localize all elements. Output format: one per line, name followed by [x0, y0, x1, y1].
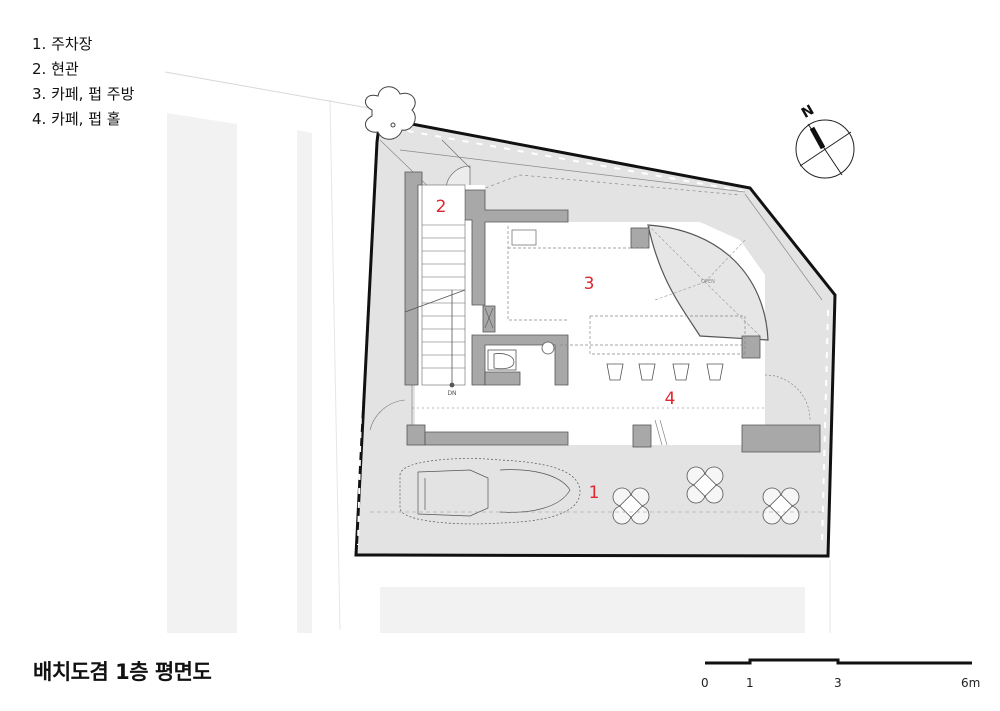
sink — [511, 229, 537, 246]
legend-item-hall: 4. 카페, 펍 홀 — [32, 110, 121, 128]
walls — [404, 171, 821, 453]
curved-glass-wall — [647, 224, 769, 341]
street-left — [167, 113, 237, 633]
north-arrow-icon: N — [795, 102, 855, 179]
outdoor-tables — [612, 466, 800, 525]
tree-icon — [364, 86, 416, 140]
drawing-title: 배치도겸 1층 평면도 — [33, 660, 212, 684]
door-label: OPEN — [701, 279, 715, 285]
legend: 1. 주차장 2. 현관 3. 카페, 펍 주방 4. 카페, 펍 홀 — [32, 32, 134, 132]
shaft-mark — [484, 307, 494, 329]
neighbor-lot — [380, 587, 805, 633]
stair-arrow — [404, 289, 466, 388]
legend-item-entrance: 2. 현관 — [32, 60, 79, 78]
scale-label-6m: 6m — [961, 676, 981, 690]
toilet-icon — [487, 341, 555, 371]
legend-item-parking: 1. 주차장 — [32, 35, 93, 53]
bar-stools — [606, 363, 724, 381]
wall-stair-core — [464, 189, 569, 306]
kitchen-counters — [507, 226, 746, 356]
column-sw — [406, 424, 426, 446]
stool — [638, 363, 656, 381]
room-number-entrance: 2 — [436, 197, 447, 217]
wall-west — [404, 171, 423, 386]
wall-south-1 — [424, 431, 569, 446]
street-line — [329, 99, 341, 631]
stool — [706, 363, 724, 381]
stair-label: DN — [447, 390, 456, 397]
room-number-hall: 4 — [665, 389, 676, 409]
room-number-kitchen: 3 — [584, 274, 595, 294]
outdoor-table — [686, 466, 724, 504]
wall-south-east — [741, 424, 821, 453]
column-north — [630, 227, 650, 249]
car-icon — [399, 458, 581, 525]
scale-bar — [705, 658, 972, 665]
stairs — [421, 184, 466, 386]
wall-toilet-step — [484, 371, 521, 386]
context-area — [164, 71, 831, 633]
stair-steps — [422, 224, 465, 369]
column-south — [632, 424, 652, 448]
scale-label-0: 0 — [701, 676, 709, 690]
outdoor-table — [762, 487, 800, 525]
stool — [606, 363, 624, 381]
wall-toilet — [471, 334, 569, 386]
shaft — [482, 305, 496, 333]
boundary-dashes — [357, 125, 829, 546]
scale-label-3: 3 — [834, 676, 842, 690]
column-east — [741, 335, 761, 359]
interior-lines — [369, 374, 811, 446]
outdoor-table — [612, 487, 650, 525]
scale-label-1: 1 — [746, 676, 754, 690]
neighbor-line — [164, 71, 381, 111]
stool — [672, 363, 690, 381]
street-strip — [297, 130, 312, 633]
legend-item-kitchen: 3. 카페, 펍 주방 — [32, 85, 135, 103]
room-number-parking: 1 — [589, 483, 600, 503]
north-label: N — [799, 102, 817, 122]
